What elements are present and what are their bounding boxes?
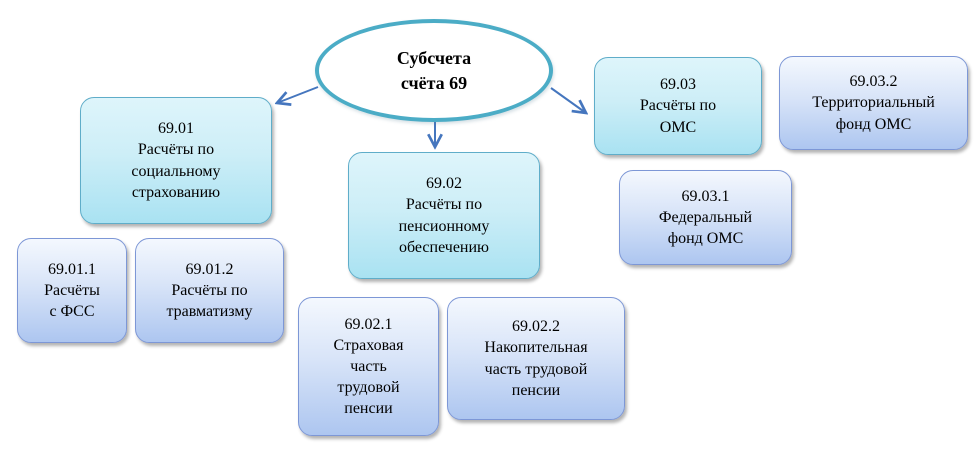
node-69-01-1-label: 69.01.1 Расчёты с ФСС: [44, 260, 100, 321]
node-69-03-1: 69.03.1 Федеральный фонд ОМС: [619, 170, 792, 265]
node-69-01: 69.01 Расчёты по социальному страхованию: [80, 97, 272, 224]
node-69-02: 69.02 Расчёты по пенсионному обеспечению: [348, 152, 540, 279]
node-69-03-label: 69.03 Расчёты по ОМС: [639, 76, 717, 136]
node-69-02-2-label: 69.02.2 Накопительная часть трудовой пен…: [484, 318, 588, 399]
node-69-03-2-label: 69.03.2 Территориальный фонд ОМС: [812, 73, 935, 133]
node-69-02-label: 69.02 Расчёты по пенсионному обеспечению: [398, 175, 490, 256]
root-node-label: Субсчета счёта 69: [396, 48, 472, 93]
node-69-01-2-label: 69.01.2 Расчёты по травматизму: [166, 260, 253, 321]
node-69-02-1: 69.02.1 Страховая часть трудовой пенсии: [298, 297, 439, 436]
node-69-03-1-label: 69.03.1 Федеральный фонд ОМС: [658, 187, 753, 248]
root-node-subaccounts-69: Субсчета счёта 69: [315, 19, 553, 122]
arrow-root-to-69-01: [277, 86, 319, 103]
node-69-03: 69.03 Расчёты по ОМС: [594, 57, 762, 155]
node-69-02-1-label: 69.02.1 Страховая часть трудовой пенсии: [333, 315, 404, 418]
node-69-01-2: 69.01.2 Расчёты по травматизму: [135, 238, 284, 343]
arrow-root-to-69-03: [550, 87, 586, 113]
node-69-02-2: 69.02.2 Накопительная часть трудовой пен…: [447, 297, 625, 420]
node-69-01-1: 69.01.1 Расчёты с ФСС: [17, 238, 127, 343]
node-69-03-2: 69.03.2 Территориальный фонд ОМС: [779, 56, 968, 150]
node-69-01-label: 69.01 Расчёты по социальному страхованию: [131, 120, 221, 201]
